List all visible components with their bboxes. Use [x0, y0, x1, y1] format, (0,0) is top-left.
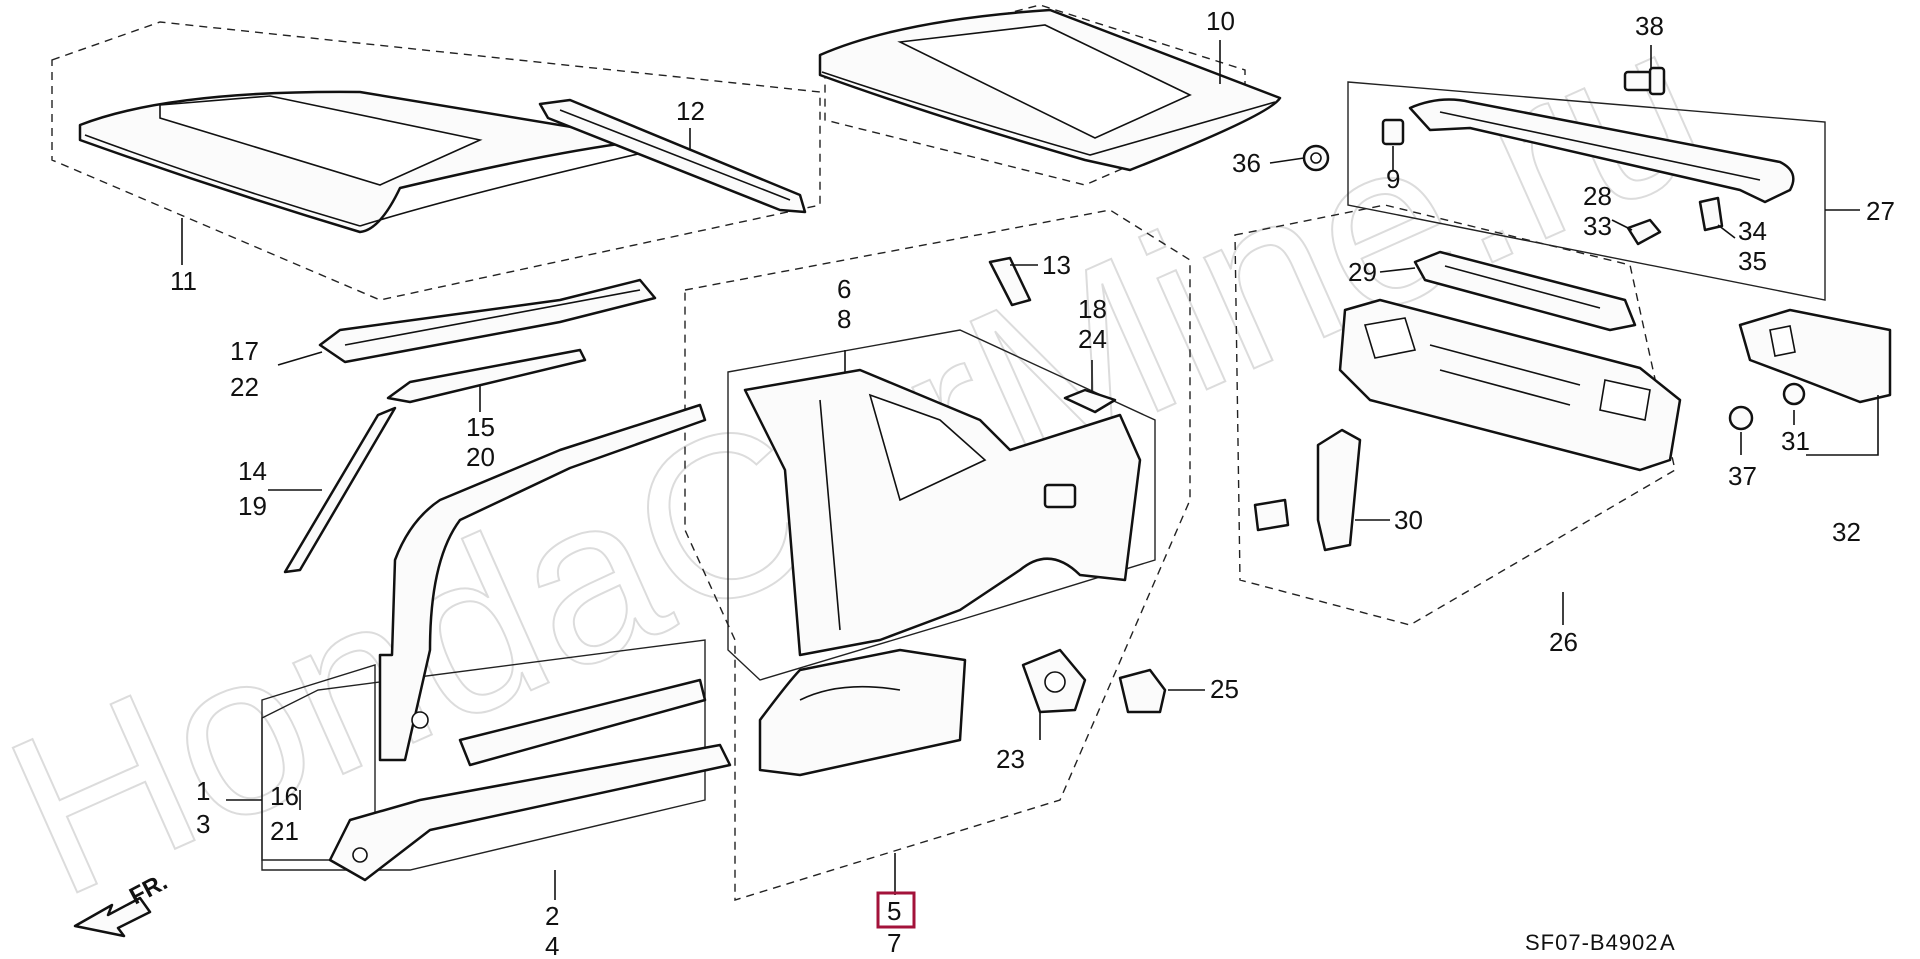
- callout-25[interactable]: 25: [1210, 674, 1239, 704]
- callout-32[interactable]: 32: [1832, 517, 1861, 547]
- callout-22[interactable]: 22: [230, 372, 259, 402]
- rear-bracket-part[interactable]: [1253, 428, 1362, 552]
- callout-26[interactable]: 26: [1549, 627, 1578, 657]
- nut-part-37[interactable]: [1728, 405, 1754, 431]
- outer-side-frame-part[interactable]: [378, 403, 707, 767]
- callout-38[interactable]: 38: [1635, 11, 1664, 41]
- callout-29[interactable]: 29: [1348, 257, 1377, 287]
- bracket-part-13[interactable]: [988, 256, 1032, 307]
- callout-28[interactable]: 28: [1583, 181, 1612, 211]
- clip-part-28[interactable]: [1626, 218, 1662, 246]
- callout-31[interactable]: 31: [1781, 426, 1810, 456]
- callout-20[interactable]: 20: [466, 442, 495, 472]
- bracket-part-18[interactable]: [1063, 388, 1117, 414]
- callout-1[interactable]: 1: [196, 776, 210, 806]
- callout-9[interactable]: 9: [1386, 164, 1400, 194]
- leader-17: [277, 351, 323, 366]
- group-sill-frame: [261, 639, 706, 871]
- callout-33[interactable]: 33: [1583, 211, 1612, 241]
- callout-10[interactable]: 10: [1206, 6, 1235, 36]
- diagram-code-suffix: A: [1660, 930, 1676, 955]
- callout-3[interactable]: 3: [196, 809, 210, 839]
- leader-34: [1717, 224, 1736, 239]
- callout-6[interactable]: 6: [837, 274, 851, 304]
- rear-beam-part[interactable]: [1381, 98, 1795, 204]
- callout-15[interactable]: 15: [466, 412, 495, 442]
- callout-4[interactable]: 4: [545, 931, 559, 959]
- callout-12[interactable]: 12: [676, 96, 705, 126]
- roof-panel-part[interactable]: [78, 90, 656, 234]
- side-sill-part[interactable]: [328, 743, 732, 882]
- diagram-code: SF07-B4902: [1525, 930, 1659, 955]
- rear-panel-upper-part[interactable]: [1413, 250, 1637, 332]
- callout-37[interactable]: 37: [1728, 461, 1757, 491]
- callout-8[interactable]: 8: [837, 304, 851, 334]
- callout-11[interactable]: 11: [170, 266, 197, 296]
- pillar-weatherstrip-part[interactable]: [283, 406, 397, 574]
- quarter-panel-part[interactable]: [743, 368, 1142, 657]
- callout-17[interactable]: 17: [230, 336, 259, 366]
- callout-34[interactable]: 34: [1738, 216, 1767, 246]
- callout-19[interactable]: 19: [238, 491, 267, 521]
- roof-rail-reinforcement-part[interactable]: [386, 348, 587, 404]
- fuel-lid-part[interactable]: [1118, 668, 1167, 714]
- group-inner-panel-frame: [727, 329, 1156, 681]
- callout-27[interactable]: 27: [1866, 196, 1895, 226]
- group-rear-beam-frame: [1347, 81, 1826, 301]
- callout-21[interactable]: 21: [270, 816, 299, 846]
- callout-16[interactable]: 16: [270, 781, 299, 811]
- callout-24[interactable]: 24: [1078, 324, 1107, 354]
- leader-29: [1379, 267, 1416, 273]
- callout-5-highlight-box: [876, 891, 916, 929]
- rear-panel-part[interactable]: [1338, 298, 1682, 472]
- callout-13[interactable]: 13: [1042, 250, 1071, 280]
- clip-part-34[interactable]: [1698, 196, 1724, 232]
- callout-23[interactable]: 23: [996, 744, 1025, 774]
- nut-part-36[interactable]: [1302, 144, 1330, 172]
- sunroof-panel-part[interactable]: [818, 8, 1282, 172]
- leader-36: [1269, 157, 1305, 164]
- callout-2[interactable]: 2: [545, 901, 559, 931]
- callout-30[interactable]: 30: [1394, 505, 1423, 535]
- roof-rail-part[interactable]: [538, 98, 807, 214]
- leader-32: [1806, 395, 1879, 456]
- leader-28: [1611, 219, 1633, 231]
- callout-35[interactable]: 35: [1738, 246, 1767, 276]
- callout-7[interactable]: 7: [887, 928, 901, 958]
- group-rear-panel-outline: [1234, 204, 1676, 626]
- group-roof-outline: [51, 21, 821, 301]
- callout-18[interactable]: 18: [1078, 294, 1107, 324]
- fuel-housing-part[interactable]: [1021, 648, 1087, 714]
- group-side-panel-outline: [684, 209, 1191, 901]
- bolt-part[interactable]: [1623, 66, 1666, 96]
- callout-36[interactable]: 36: [1232, 148, 1261, 178]
- inner-quarter-panel-part[interactable]: [758, 648, 967, 777]
- callout-5[interactable]: 5: [887, 896, 901, 926]
- latch-bracket-part[interactable]: [1738, 308, 1892, 404]
- nut-part-31[interactable]: [1782, 382, 1806, 406]
- inner-roof-rail-part[interactable]: [318, 278, 657, 364]
- callout-14[interactable]: 14: [238, 456, 267, 486]
